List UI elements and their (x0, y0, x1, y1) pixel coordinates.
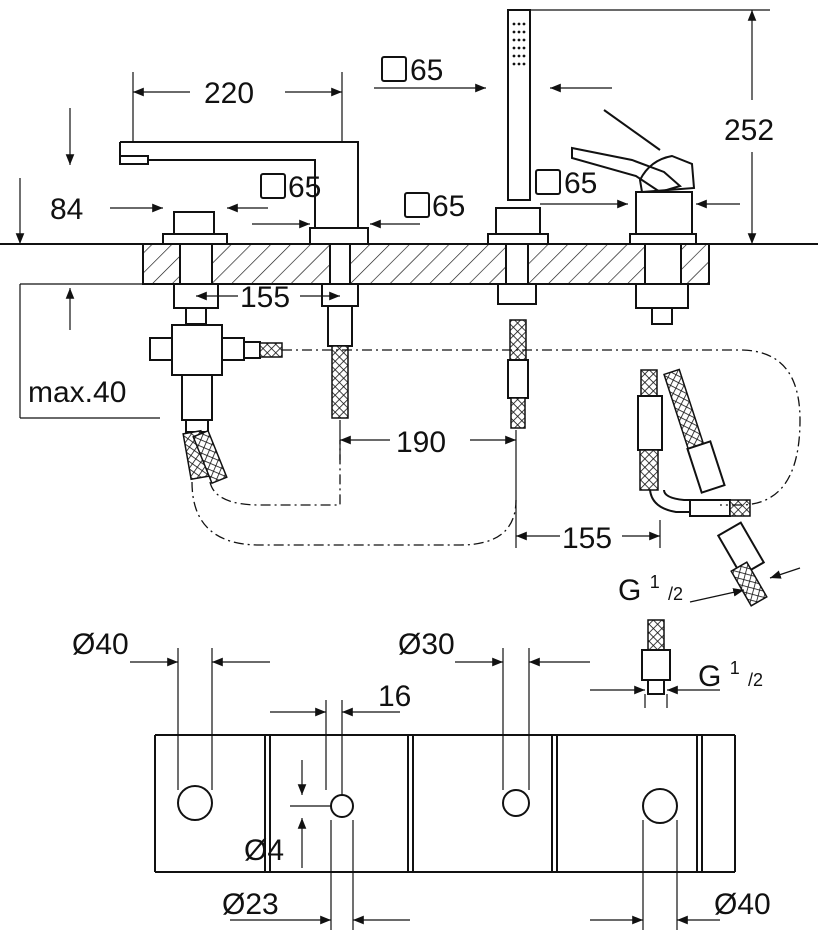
hole-23 (330, 794, 354, 818)
dim-dia-30: Ø30 (398, 628, 455, 661)
square-symbol-mixer (535, 169, 561, 195)
dimension-lines-top (15, 9, 801, 603)
hole-40-left (177, 785, 213, 821)
dim-220: 220 (204, 77, 254, 110)
single-lever-mixer (571, 109, 768, 607)
dim-max-40: max.40 (28, 376, 126, 409)
dim-square-65-top: 65 (410, 54, 443, 87)
hand-shower (487, 9, 549, 429)
dim-252: 252 (724, 114, 774, 147)
dim-dia-4: Ø4 (244, 834, 284, 867)
dim-square-65-spout: 65 (288, 171, 321, 204)
dim-square-65-mid: 65 (432, 190, 465, 223)
dimension-labels-top: 220 252 84 65 65 65 65 155 max.40 190 15… (28, 54, 774, 607)
dim-dia-23: Ø23 (222, 888, 279, 921)
dimension-labels-bottom: Ø40 Ø30 16 G 1 /2 Ø4 Ø23 Ø40 (72, 628, 771, 921)
shower-nozzles (512, 22, 526, 66)
thread-label-top: G 1 /2 (618, 562, 683, 607)
dim-square-65-mixer: 65 (564, 167, 597, 200)
hole-30 (502, 789, 530, 817)
hose-fitting-bottom (590, 619, 720, 708)
square-symbol-top (381, 56, 407, 82)
bath-spout (119, 141, 369, 419)
square-symbol-spout (260, 173, 286, 199)
hole-40-right (642, 788, 678, 824)
dim-155-left: 155 (240, 281, 290, 314)
square-symbol-mid (404, 192, 430, 218)
deck-section (0, 243, 818, 285)
hose-routing (191, 349, 801, 546)
dim-84: 84 (50, 193, 83, 226)
mounting-plan (130, 648, 736, 930)
thread-label-bottom: G 1 /2 (698, 648, 763, 693)
dim-dia-40-right: Ø40 (714, 888, 771, 921)
dim-190: 190 (396, 426, 446, 459)
dim-dia-40-left: Ø40 (72, 628, 129, 661)
square-symbols (260, 56, 561, 218)
dim-16: 16 (378, 680, 411, 713)
dim-155-right: 155 (562, 522, 612, 555)
